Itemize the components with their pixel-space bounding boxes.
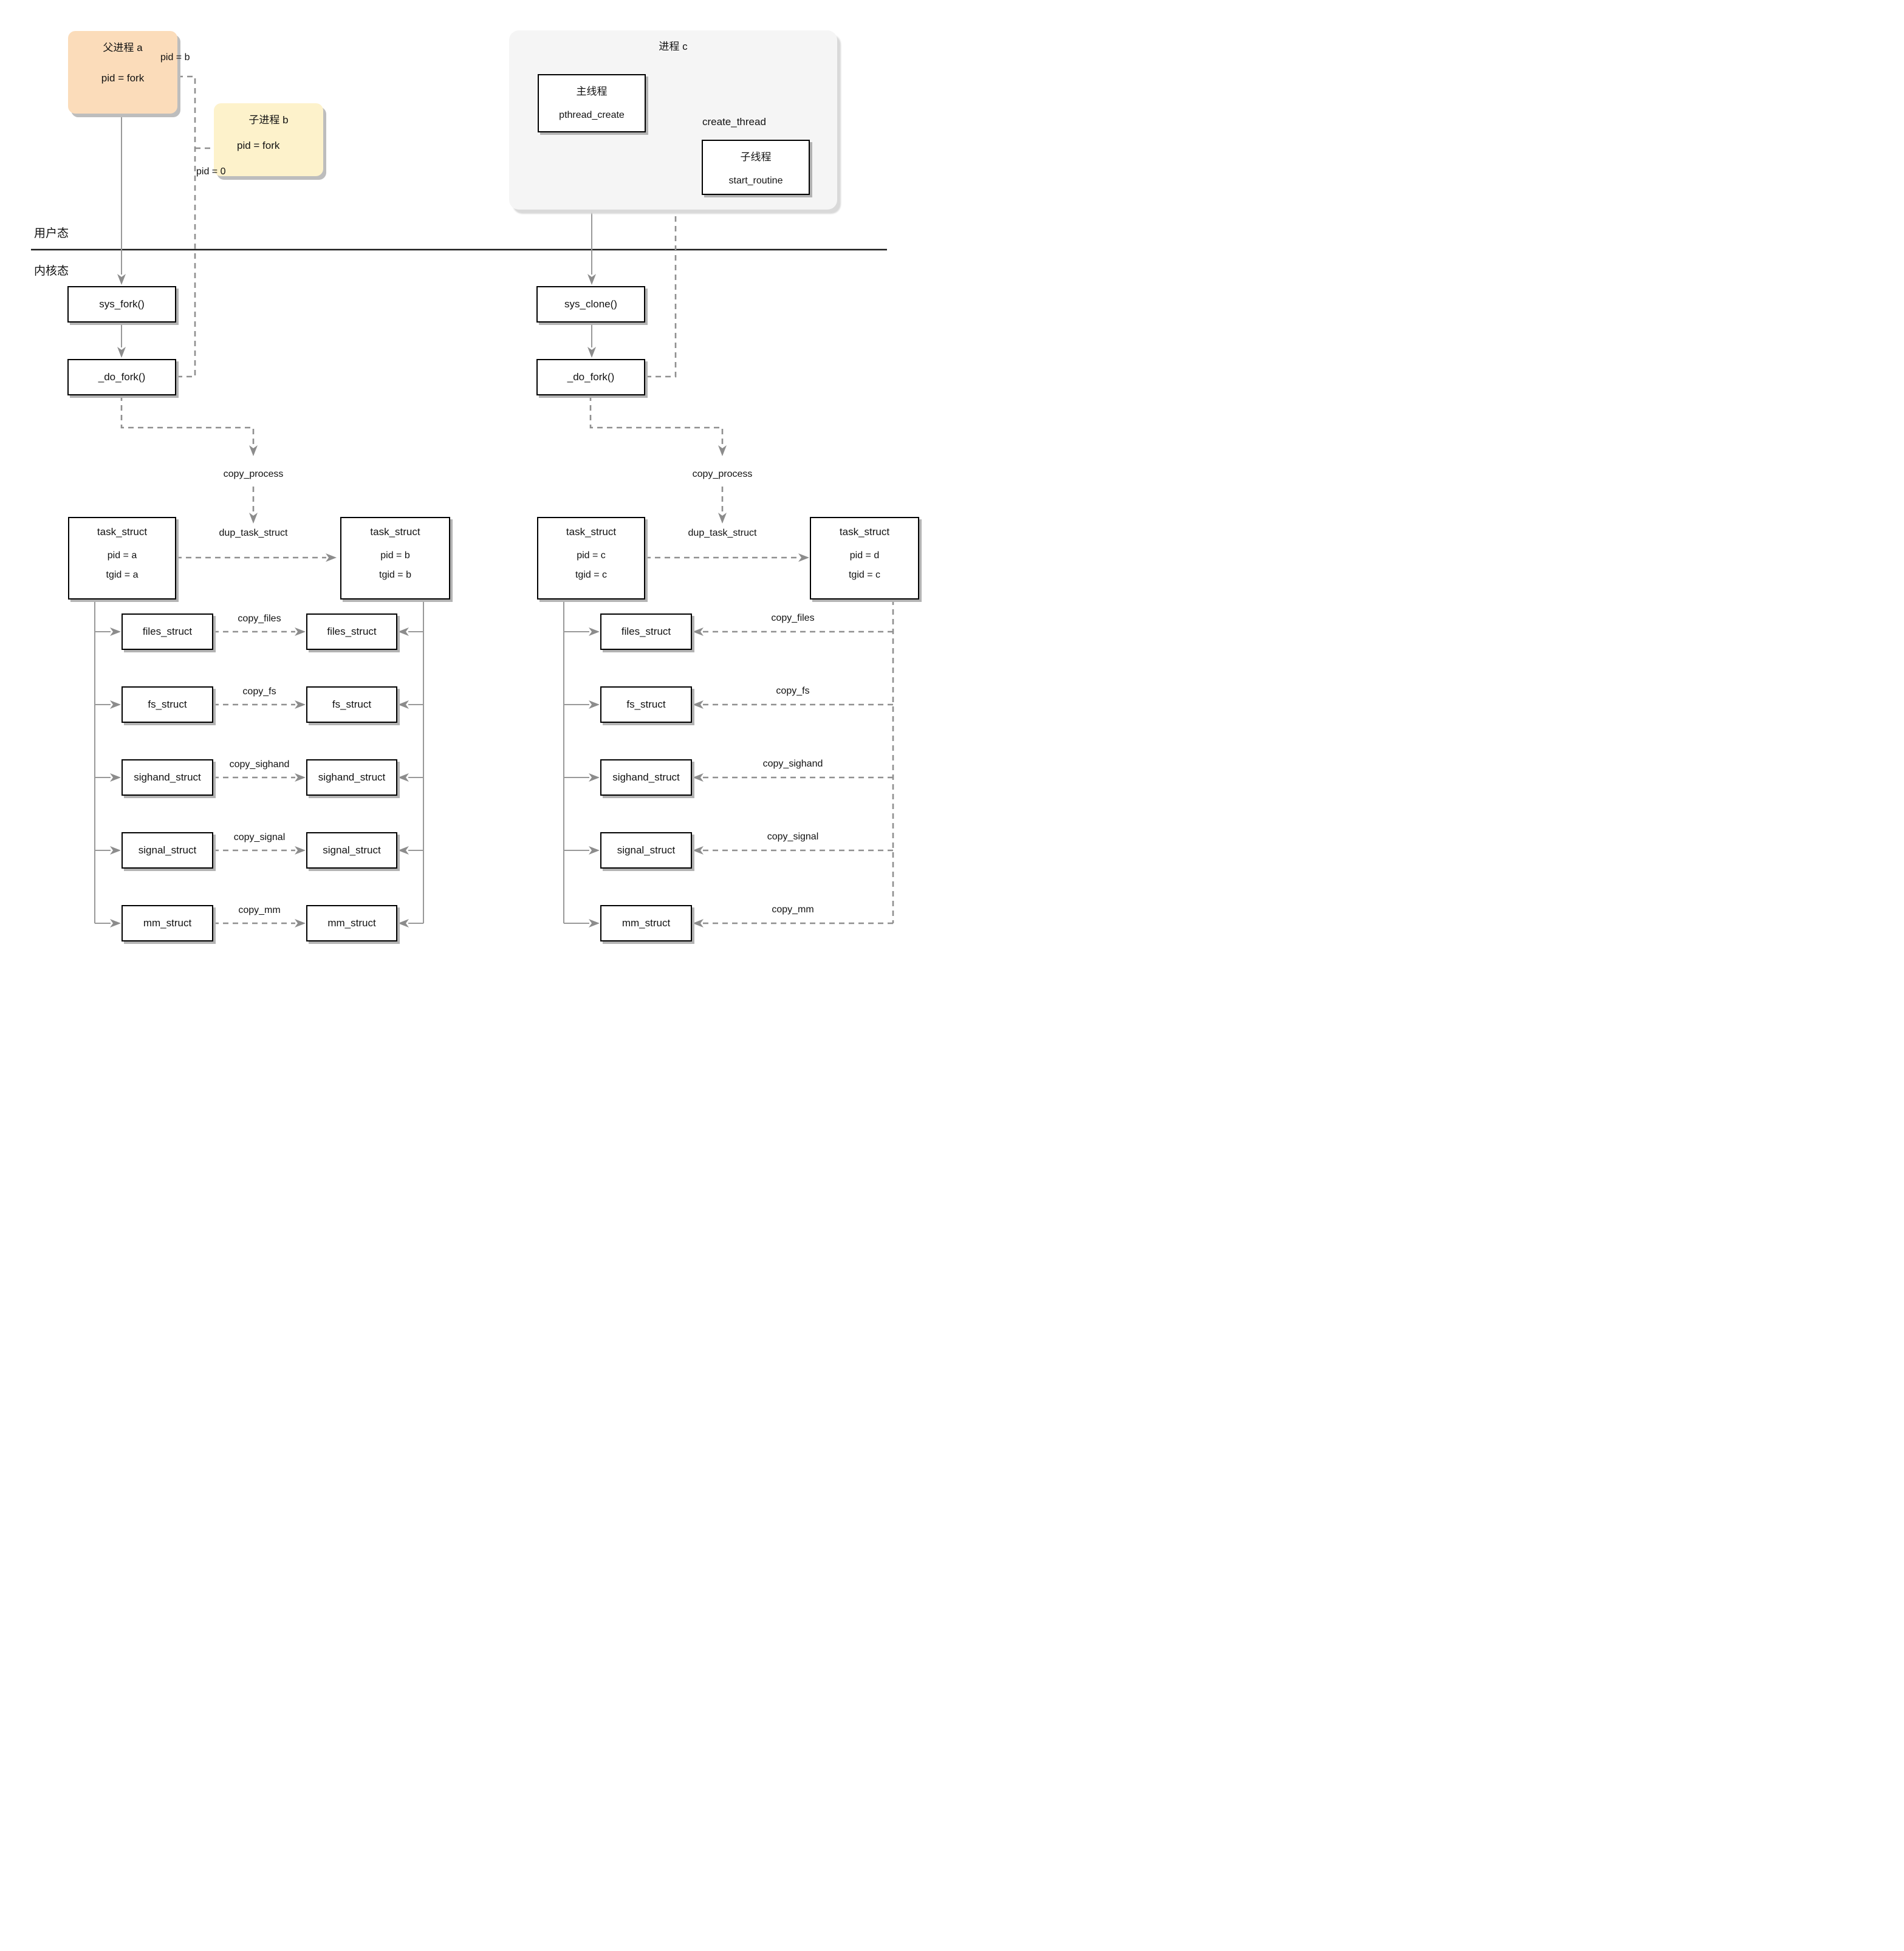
main-thread-box: 主线程 pthread_create bbox=[538, 74, 646, 132]
copy-process-label-fork: copy_process bbox=[223, 469, 284, 479]
child-thread-value: start_routine bbox=[728, 176, 783, 186]
copy-sighand-label-clone: copy_sighand bbox=[762, 759, 823, 769]
create-thread-label: create_thread bbox=[702, 116, 766, 128]
copy-files-label-clone: copy_files bbox=[771, 613, 815, 623]
struct-box-clone-mm: mm_struct bbox=[600, 905, 692, 941]
struct-box-child-fs: fs_struct bbox=[306, 686, 397, 723]
dup-task-struct-label-fork: dup_task_struct bbox=[219, 528, 288, 538]
kernel-mode-label: 内核态 bbox=[34, 265, 69, 278]
struct-box-clone-files: files_struct bbox=[600, 613, 692, 650]
task-title: task_struct bbox=[370, 526, 420, 538]
do-fork-box-clone: _do_fork() bbox=[536, 359, 645, 395]
task-title: task_struct bbox=[839, 526, 890, 538]
struct-box-parent-sighand: sighand_struct bbox=[122, 759, 213, 796]
copy-signal-label-clone: copy_signal bbox=[767, 832, 819, 842]
edge-return-to-parent bbox=[156, 72, 196, 378]
task-struct-parent-clone: task_struct pid = c tgid = c bbox=[537, 517, 645, 600]
task-tgid: tgid = a bbox=[106, 570, 139, 580]
copy-sighand-label-fork: copy_sighand bbox=[229, 759, 290, 770]
struct-box-clone-signal: signal_struct bbox=[600, 832, 692, 869]
struct-box-parent-fs: fs_struct bbox=[122, 686, 213, 723]
task-pid: pid = a bbox=[107, 550, 137, 561]
copy-fs-label-fork: copy_fs bbox=[242, 686, 276, 697]
copy-signal-label-fork: copy_signal bbox=[233, 832, 286, 842]
task-struct-child-clone: task_struct pid = d tgid = c bbox=[810, 517, 919, 600]
task-tgid: tgid = c bbox=[848, 570, 881, 580]
task-pid: pid = c bbox=[577, 550, 606, 561]
child-process-title: 子进程 b bbox=[248, 114, 289, 126]
struct-box-child-signal: signal_struct bbox=[306, 832, 397, 869]
task-struct-parent-fork: task_struct pid = a tgid = a bbox=[68, 517, 176, 600]
parent-process-title: 父进程 a bbox=[103, 42, 143, 53]
sys-fork-box: sys_fork() bbox=[67, 286, 176, 323]
struct-box-clone-fs: fs_struct bbox=[600, 686, 692, 723]
copy-mm-label-fork: copy_mm bbox=[238, 905, 281, 915]
task-title: task_struct bbox=[566, 526, 617, 538]
sys-clone-box: sys_clone() bbox=[536, 286, 645, 323]
dup-task-struct-label-clone: dup_task_struct bbox=[688, 528, 757, 538]
child-process-box: 子进程 b pid = fork bbox=[214, 103, 323, 176]
struct-box-parent-signal: signal_struct bbox=[122, 832, 213, 869]
struct-box-parent-files: files_struct bbox=[122, 613, 213, 650]
struct-box-child-mm: mm_struct bbox=[306, 905, 397, 941]
task-struct-child-fork: task_struct pid = b tgid = b bbox=[340, 517, 450, 600]
struct-box-child-files: files_struct bbox=[306, 613, 397, 650]
task-tgid: tgid = b bbox=[379, 570, 411, 580]
child-thread-box: 子线程 start_routine bbox=[702, 140, 810, 195]
do-fork-box-fork: _do_fork() bbox=[67, 359, 176, 395]
task-pid: pid = b bbox=[380, 550, 410, 561]
copy-process-label-clone: copy_process bbox=[692, 469, 753, 479]
struct-box-parent-mm: mm_struct bbox=[122, 905, 213, 941]
edge-dofork-copyprocess-fork bbox=[120, 395, 258, 456]
return-pid-b-label: pid = b bbox=[160, 52, 190, 63]
child-thread-title: 子线程 bbox=[740, 151, 772, 163]
process-c-title: 进程 c bbox=[659, 41, 688, 52]
diagram-canvas: 父进程 a pid = fork 子进程 b pid = fork pid = … bbox=[0, 0, 952, 976]
parent-process-box: 父进程 a pid = fork bbox=[68, 31, 177, 114]
copy-fs-label-clone: copy_fs bbox=[776, 686, 810, 696]
edge-dofork-copyprocess-clone bbox=[589, 395, 727, 456]
main-thread-value: pthread_create bbox=[559, 110, 625, 120]
task-tgid: tgid = c bbox=[575, 570, 608, 580]
task-title: task_struct bbox=[97, 526, 148, 538]
copy-mm-label-clone: copy_mm bbox=[772, 904, 814, 915]
struct-box-clone-sighand: sighand_struct bbox=[600, 759, 692, 796]
parent-process-value: pid = fork bbox=[101, 72, 145, 84]
main-thread-title: 主线程 bbox=[576, 86, 608, 97]
struct-box-child-sighand: sighand_struct bbox=[306, 759, 397, 796]
user-mode-label: 用户态 bbox=[34, 227, 69, 240]
copy-files-label-fork: copy_files bbox=[238, 613, 281, 624]
return-pid-0-label: pid = 0 bbox=[196, 166, 226, 177]
task-pid: pid = d bbox=[849, 550, 880, 561]
child-process-value: pid = fork bbox=[237, 140, 280, 151]
